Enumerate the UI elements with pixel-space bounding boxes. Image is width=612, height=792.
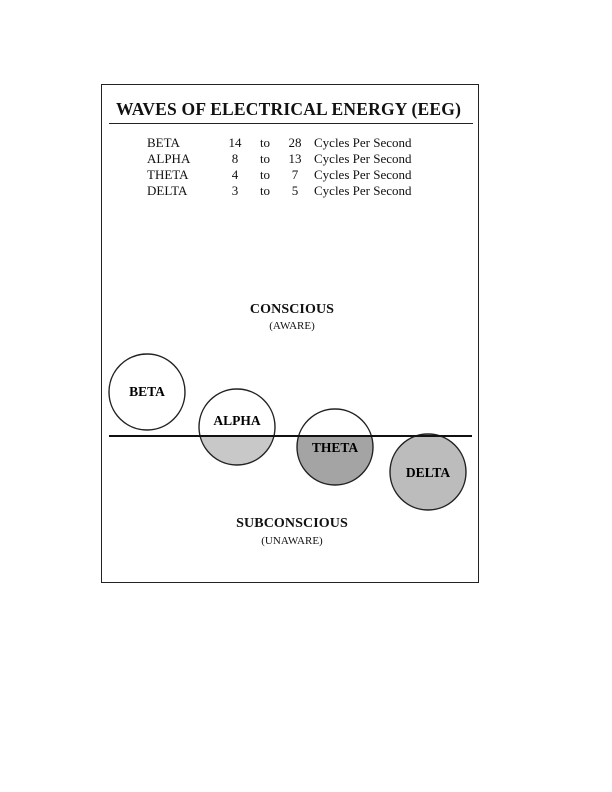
- subconscious-sublabel: (UNAWARE): [261, 535, 323, 547]
- frequency-unit: Cycles Per Second: [314, 151, 412, 166]
- wave-name: DELTA: [147, 183, 188, 198]
- wave-name: BETA: [147, 135, 180, 150]
- beta-label: BETA: [129, 384, 165, 399]
- alpha-circle: ALPHA: [198, 388, 276, 466]
- frequency-to: to: [259, 135, 271, 150]
- frequency-low: 8: [231, 151, 239, 166]
- frequency-unit: Cycles Per Second: [314, 183, 412, 198]
- alpha-label: ALPHA: [213, 413, 261, 428]
- title-underline: [109, 123, 473, 124]
- frequency-high: 28: [288, 135, 302, 150]
- frequency-low: 14: [228, 135, 242, 150]
- subconscious-label: SUBCONSCIOUS: [236, 516, 348, 531]
- wave-name: ALPHA: [147, 151, 191, 166]
- diagram-frame: [101, 84, 479, 583]
- frequency-unit: Cycles Per Second: [314, 135, 412, 150]
- beta-circle: BETA: [108, 353, 186, 431]
- wave-name: THETA: [147, 167, 189, 182]
- frequency-low: 3: [231, 183, 239, 198]
- frequency-high: 7: [291, 167, 299, 182]
- delta-circle: DELTA: [389, 433, 467, 511]
- frequency-to: to: [259, 183, 271, 198]
- frequency-high: 13: [288, 151, 302, 166]
- frequency-low: 4: [231, 167, 239, 182]
- frequency-unit: Cycles Per Second: [314, 167, 412, 182]
- delta-label: DELTA: [406, 465, 451, 480]
- theta-label: THETA: [312, 440, 359, 455]
- frequency-to: to: [259, 167, 271, 182]
- conscious-sublabel: (AWARE): [269, 320, 315, 332]
- theta-circle: THETA: [296, 408, 374, 486]
- diagram-title: WAVES OF ELECTRICAL ENERGY (EEG): [116, 99, 462, 119]
- conscious-label: CONSCIOUS: [249, 302, 335, 317]
- frequency-high: 5: [291, 183, 299, 198]
- frequency-to: to: [259, 151, 271, 166]
